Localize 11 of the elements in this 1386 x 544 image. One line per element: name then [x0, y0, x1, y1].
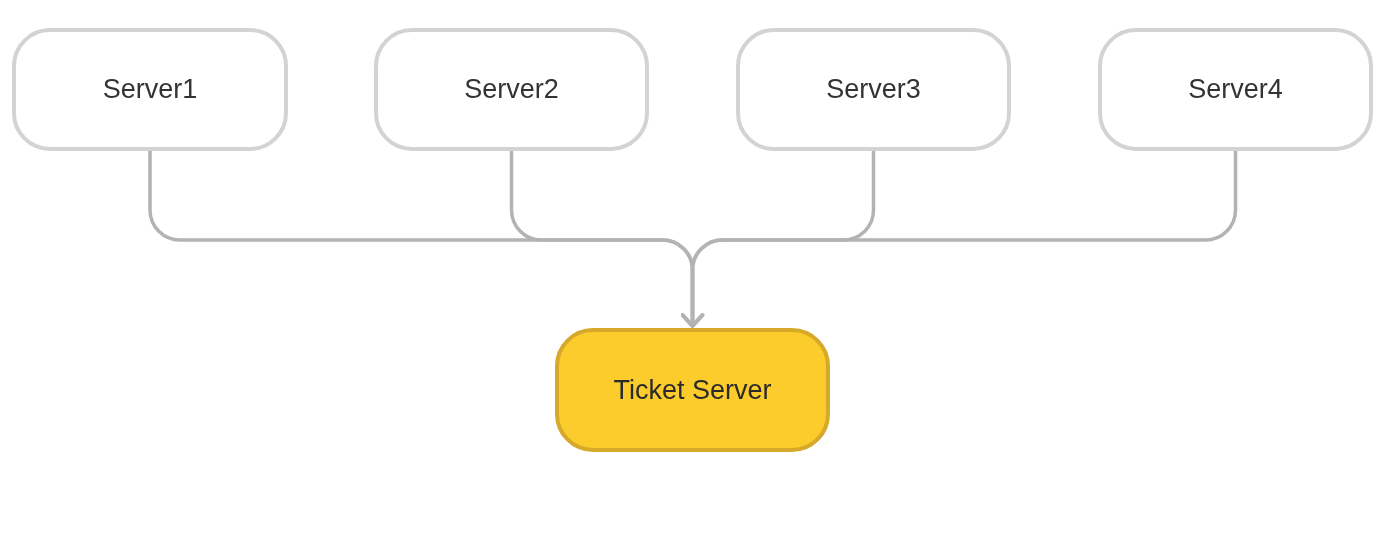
server-box	[736, 28, 1011, 151]
node-label: Ticket Server	[613, 374, 772, 406]
server-box	[555, 328, 830, 452]
server-box	[1098, 28, 1373, 151]
node-label: Server4	[1188, 74, 1283, 105]
arrow	[680, 151, 1238, 328]
server-box	[12, 28, 288, 151]
node-label: Server2	[464, 74, 559, 105]
node-label: Server3	[826, 74, 921, 105]
server-box	[374, 28, 649, 151]
node-label: Server1	[102, 74, 198, 105]
